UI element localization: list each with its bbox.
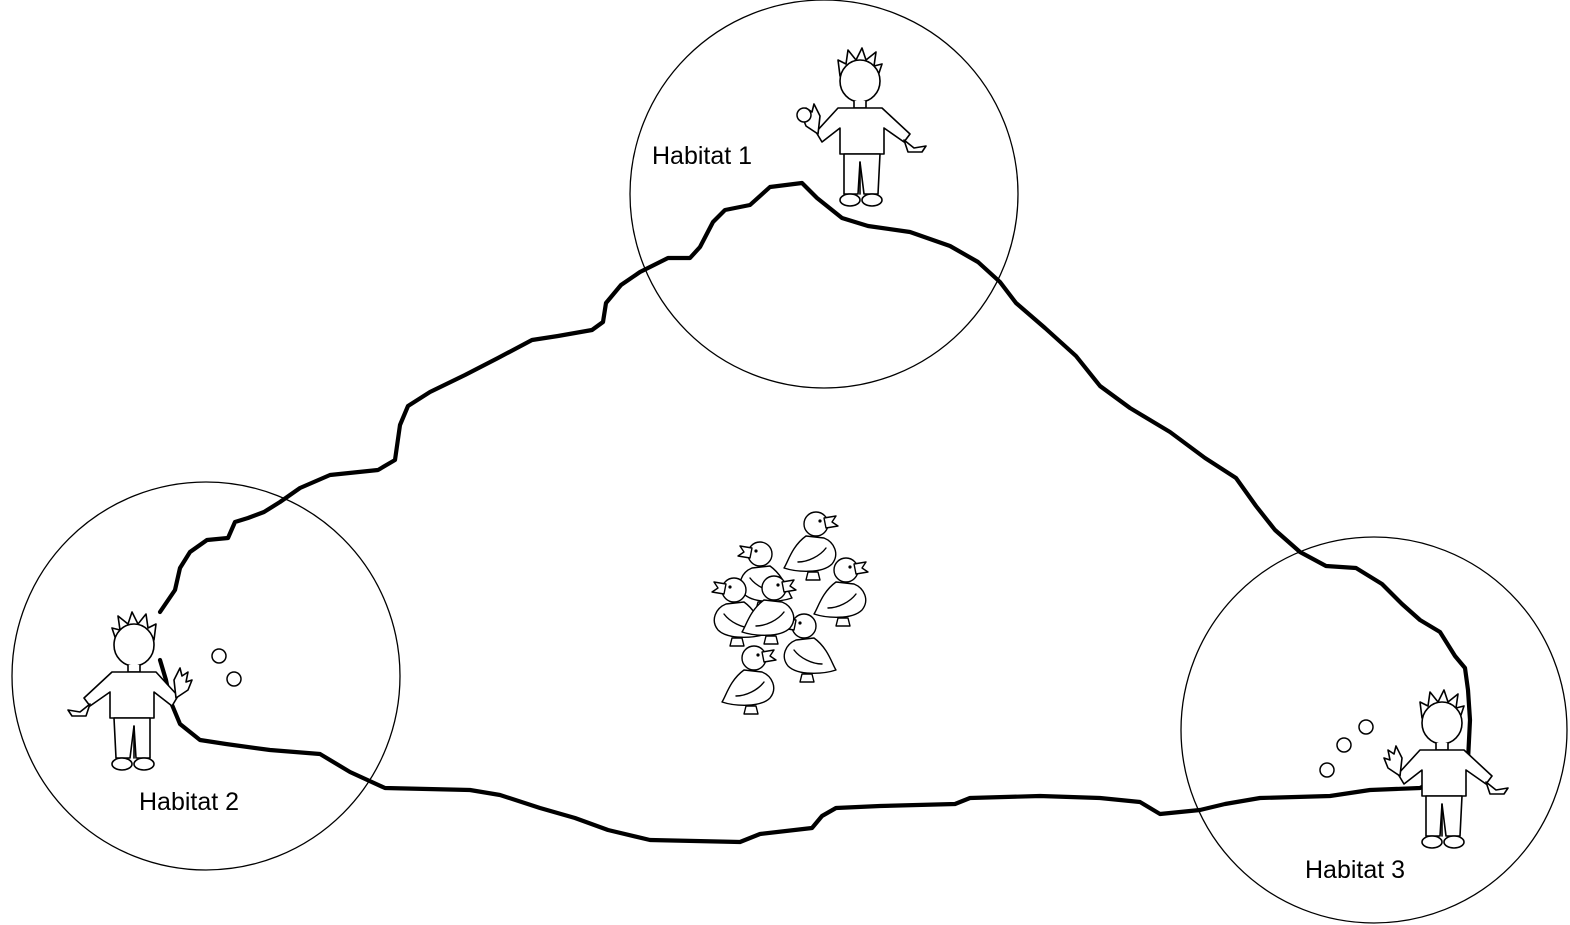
duck bbox=[784, 512, 838, 580]
child-habitat-2 bbox=[68, 612, 192, 770]
habitat-2-label: Habitat 2 bbox=[139, 788, 239, 816]
bread-crumbs-habitat-1 bbox=[797, 108, 811, 122]
habitat-1-circle bbox=[630, 0, 1018, 388]
bread-crumbs-habitat-2 bbox=[212, 649, 241, 686]
child-habitat-1 bbox=[802, 48, 926, 206]
duck-group bbox=[712, 512, 868, 714]
duck bbox=[722, 646, 776, 714]
habitat-1-label: Habitat 1 bbox=[652, 142, 752, 170]
child-habitat-3 bbox=[1384, 690, 1508, 848]
habitat-3-label: Habitat 3 bbox=[1305, 856, 1405, 884]
bread-crumbs-habitat-3 bbox=[1320, 720, 1373, 777]
